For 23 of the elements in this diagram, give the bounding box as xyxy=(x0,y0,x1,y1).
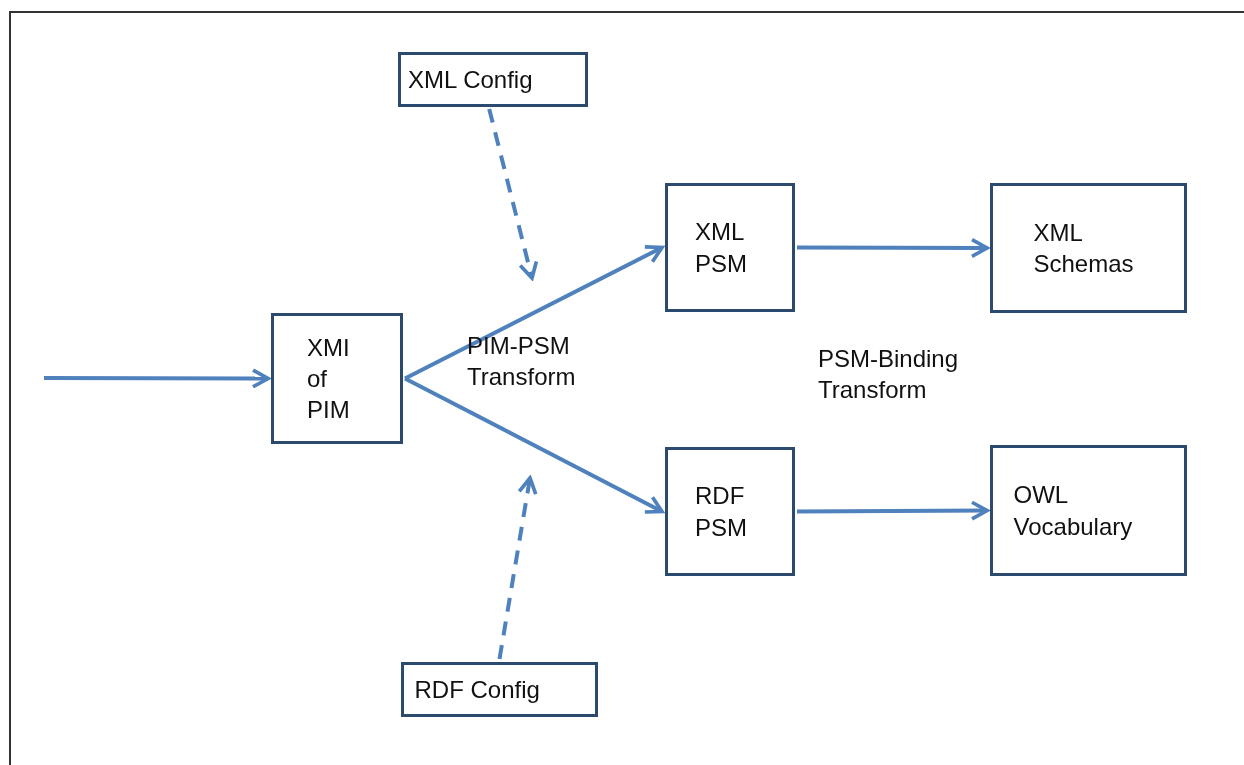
box-label: OWL Vocabulary xyxy=(1013,480,1134,542)
arrow xyxy=(404,376,664,514)
process-box xyxy=(398,52,588,107)
process-box xyxy=(990,183,1187,313)
transform-label: PSM-Binding Transform xyxy=(818,344,960,406)
process-box xyxy=(271,313,403,444)
arrow xyxy=(797,500,989,521)
box-label: XML Schemas xyxy=(1033,217,1135,279)
process-box xyxy=(990,445,1187,576)
box-label: XML Config xyxy=(408,64,534,95)
arrow xyxy=(497,476,538,660)
transform-label: PIM-PSM Transform xyxy=(467,331,577,393)
arrow xyxy=(797,237,989,259)
process-box xyxy=(665,447,795,576)
process-box xyxy=(401,662,598,717)
box-label: RDF Config xyxy=(414,674,541,705)
arrow xyxy=(44,368,270,389)
arrow xyxy=(404,245,664,381)
box-label: RDF PSM xyxy=(695,481,748,543)
box-label: XMI of PIM xyxy=(307,332,351,426)
box-label: XML PSM xyxy=(695,217,748,279)
process-box xyxy=(665,183,795,312)
arrow xyxy=(487,108,539,280)
